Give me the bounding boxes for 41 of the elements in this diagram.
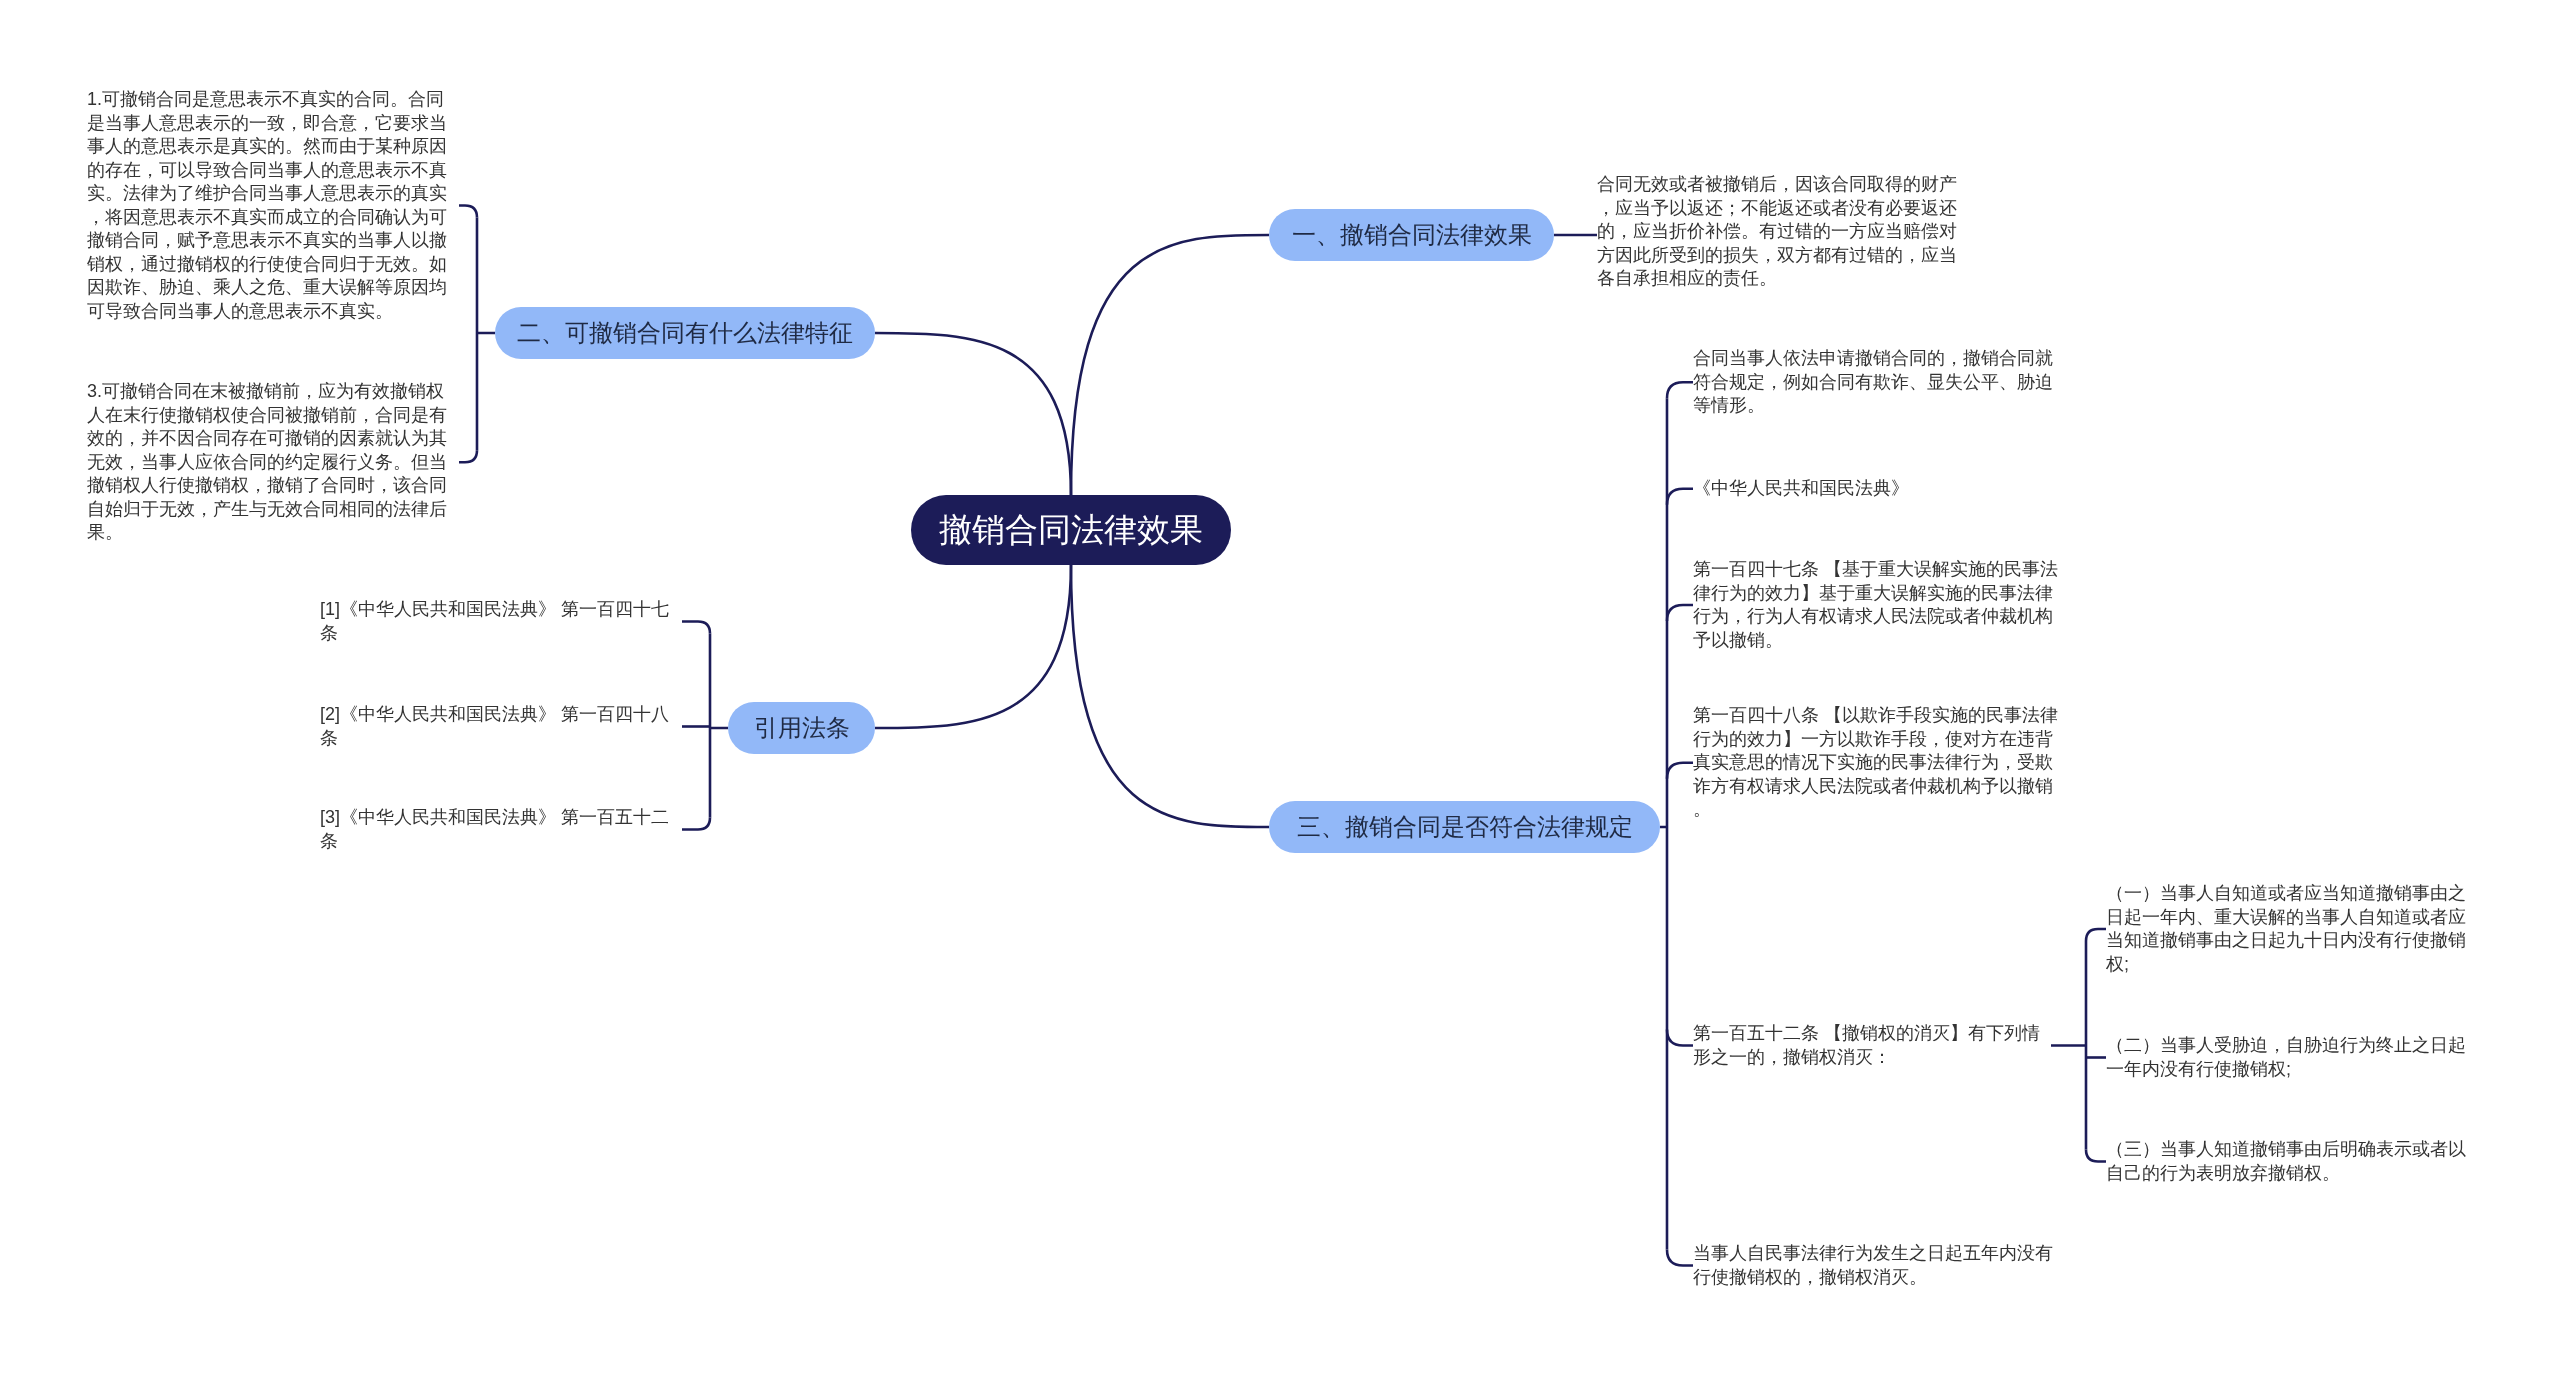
note-text: [1]《中华人民共和国民法典》 第一百四十七条: [320, 598, 682, 645]
connector-line: [682, 725, 710, 728]
connector-line: [2049, 939, 2088, 1151]
connector-line: [459, 450, 479, 464]
note-text: （二）当事人受胁迫，自胁迫行为终止之日起一年内没有行使撤销权;: [2106, 1034, 2478, 1081]
connector-line: [875, 331, 1073, 496]
connector-line: [1665, 603, 1693, 622]
connector-line: [1554, 233, 1597, 237]
note-text: 第一百四十七条 【基于重大误解实施的民事法律行为的效力】基于重大误解实施的民事法律行为，行为人有权请求人民法院或者仲裁机构予以撤销。: [1693, 558, 2065, 652]
connector-line: [1665, 1029, 1693, 1047]
connector-line: [2084, 927, 2106, 942]
connector-line: [1665, 761, 1693, 779]
connector-line: [682, 620, 712, 634]
connector-line: [1665, 1249, 1693, 1267]
connector-line: [459, 204, 479, 218]
note-text: （一）当事人自知道或者应当知道撤销事由之日起一年内、重大误解的当事人自知道或者应当知道撤销事由之日起九十日内没有行使撤销权;: [2106, 882, 2478, 976]
branch-topic: 引用法条: [728, 702, 875, 754]
connector-line: [708, 632, 730, 819]
connector-line: [1665, 487, 1693, 505]
connector-line: [2086, 1056, 2106, 1059]
connector-line: [2084, 1149, 2106, 1163]
note-text: 合同无效或者被撤销后，因该合同取得的财产，应当予以返还；不能返还或者没有必要返还的，应当折价补偿。有过错的一方应当赔偿对方因此所受到的损失，双方都有过错的，应当各自承担相应的责任。: [1597, 173, 1969, 291]
note-text: 当事人自民事法律行为发生之日起五年内没有行使撤销权的，撤销权消灭。: [1693, 1242, 2065, 1289]
branch-topic: 一、撤销合同法律效果: [1269, 209, 1554, 261]
note-text: [3]《中华人民共和国民法典》 第一百五十二条: [320, 806, 682, 853]
connector-line: [1665, 380, 1693, 399]
note-text: 1.可撤销合同是意思表示不真实的合同。合同是当事人意思表示的一致，即合意，它要求当事人的意思表示是真实的。然而由于某种原因的存在，可以导致合同当事人的意思表示不真实。法律为了维护合同当事人意思表示的真实，将因意思表示不真实而成立的合同确认为可撤销合同，赋予意思表示不真实的当事人以撤销权，通过撤销权的行使使合同归于无效。如因欺诈、胁迫、乘人之危、重大误解等原因均可导致合同当事人的意思表示不真实。: [87, 88, 459, 323]
connector-line: [1658, 396, 1669, 1251]
central-topic: 撤销合同法律效果: [911, 495, 1231, 565]
note-text: 《中华人民共和国民法典》: [1693, 477, 2065, 501]
branch-topic: 三、撤销合同是否符合法律规定: [1269, 801, 1660, 853]
connector-line: [475, 216, 497, 452]
connector-line: [682, 817, 712, 831]
note-text: （三）当事人知道撤销事由后明确表示或者以自己的行为表明放弃撤销权。: [2106, 1138, 2478, 1185]
note-text: 3.可撤销合同在末被撤销前，应为有效撤销权人在末行使撤销权使合同被撤销前，合同是有效的，并不因合同存在可撤销的因素就认为其无效，当事人应依合同的约定履行义务。但当撤销权人行使撤销权，撤销了合同时，该合同自始归于无效，产生与无效合同相同的法律后果。: [87, 380, 459, 545]
note-text: 合同当事人依法申请撤销合同的，撤销合同就符合规定，例如合同有欺诈、显失公平、胁迫等情形。: [1693, 347, 2065, 418]
note-text: 第一百四十八条 【以欺诈手段实施的民事法律行为的效力】一方以欺诈手段，使对方在违背真实意思的情况下实施的民事法律行为，受欺诈方有权请求人民法院或者仲裁机构予以撤销。: [1693, 704, 2065, 822]
note-text: 第一百五十二条 【撤销权的消灭】有下列情形之一的，撤销权消灭：: [1693, 1022, 2051, 1069]
note-text: [2]《中华人民共和国民法典》 第一百四十八条: [320, 703, 682, 750]
connector-line: [1069, 564, 1269, 829]
branch-topic: 二、可撤销合同有什么法律特征: [495, 307, 875, 359]
